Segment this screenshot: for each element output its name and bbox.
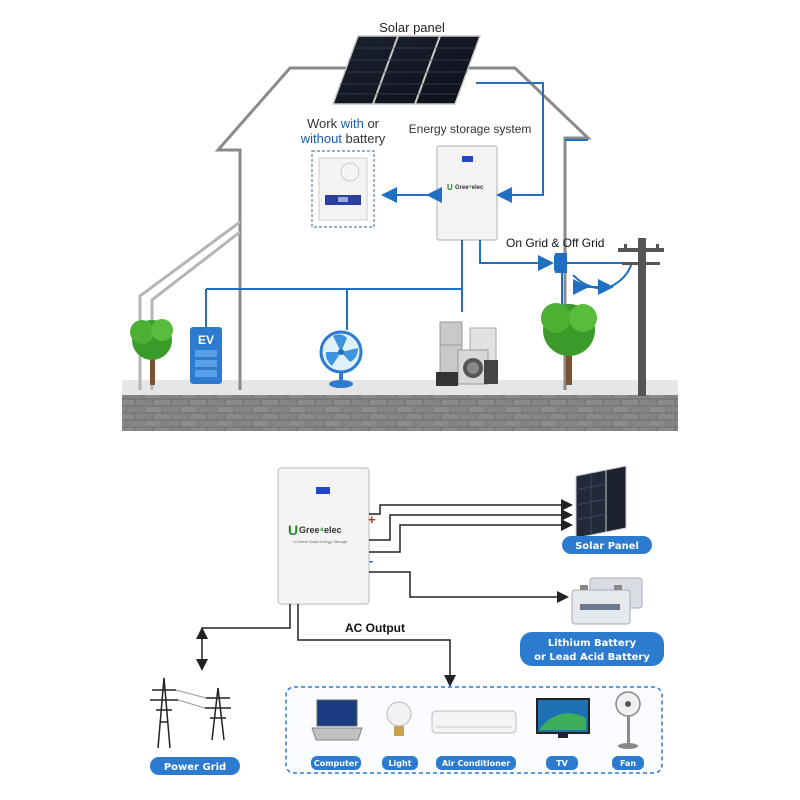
- solar-panel-pill-label: Solar Panel: [575, 541, 639, 552]
- house-illustration: Solar panel Work with or without battery…: [122, 20, 678, 431]
- appliance-pills: Computer Light Air Conditioner TV Fan: [311, 756, 644, 770]
- power-grid-pill: [150, 757, 240, 775]
- tree-right: [541, 303, 597, 385]
- computer-icon: [311, 699, 363, 741]
- inverter-caption-line1: Work with or: [307, 116, 380, 131]
- svg-text:Gree⁴elec: Gree⁴elec: [299, 525, 342, 535]
- ev-label: EV: [198, 333, 214, 347]
- ess-unit-top: U Gree⁴elec: [436, 145, 498, 241]
- home-appliances: [436, 321, 498, 386]
- ground-strip: [122, 380, 678, 396]
- fan-pill: [612, 756, 644, 770]
- standing-fan-icon: [615, 691, 641, 749]
- battery-pill-line1: Lithium Battery: [548, 638, 637, 649]
- grid-label: On Grid & Off Grid: [506, 236, 604, 250]
- house-outline: [214, 66, 592, 390]
- air-conditioner-icon: [431, 710, 517, 734]
- ess-label: Energy storage system: [409, 122, 532, 136]
- tree-left: [130, 319, 173, 385]
- solar-panel-pill: [562, 536, 652, 554]
- ac-output-label: AC Output: [345, 621, 405, 635]
- tv-pill-label: TV: [556, 759, 568, 768]
- light-pill-label: Light: [388, 759, 411, 768]
- tv-icon: [536, 698, 590, 738]
- inverter-unit: [311, 150, 375, 228]
- fan-appliance: [319, 330, 363, 388]
- light-bulb-icon: [386, 701, 412, 736]
- ev-charger: EV: [190, 327, 222, 384]
- light-pill: [382, 756, 418, 770]
- air-conditioner-pill-label: Air Conditioner: [442, 759, 510, 768]
- svg-text:U: U: [288, 522, 298, 538]
- air-conditioner-pill: [436, 756, 516, 770]
- minus-sign: -: [369, 553, 373, 568]
- wiring-diagram: U Gree⁴elec Li-Home Solar Energy Storage…: [150, 465, 664, 775]
- grid-switch-box: [555, 253, 567, 273]
- solar-panel-illustration: [575, 465, 627, 539]
- brick-wall: [122, 395, 678, 431]
- roof-solar-panel: [331, 35, 482, 105]
- plus-sign: +: [368, 512, 376, 527]
- brand-tagline: Li-Home Solar Energy Storage: [293, 539, 348, 544]
- svg-text:U: U: [447, 183, 453, 192]
- power-grid-towers: [150, 677, 231, 749]
- computer-pill-label: Computer: [314, 759, 358, 768]
- bottom-wiring: [196, 499, 573, 687]
- battery-pill-line2: or Lead Acid Battery: [534, 652, 650, 663]
- ess-unit-bottom: U Gree⁴elec Li-Home Solar Energy Storage: [277, 467, 370, 605]
- battery-pill: [520, 632, 664, 666]
- top-wiring: [205, 82, 633, 330]
- battery-illustration: [571, 577, 643, 625]
- fan-pill-label: Fan: [620, 759, 636, 768]
- inverter-caption-line2: without battery: [300, 131, 386, 146]
- computer-pill: [311, 756, 361, 770]
- solar-panel-label: Solar panel: [379, 20, 445, 35]
- svg-text:Gree⁴elec: Gree⁴elec: [455, 185, 484, 191]
- tv-pill: [546, 756, 578, 770]
- utility-pole: [618, 238, 664, 396]
- power-grid-pill-label: Power Grid: [164, 762, 226, 773]
